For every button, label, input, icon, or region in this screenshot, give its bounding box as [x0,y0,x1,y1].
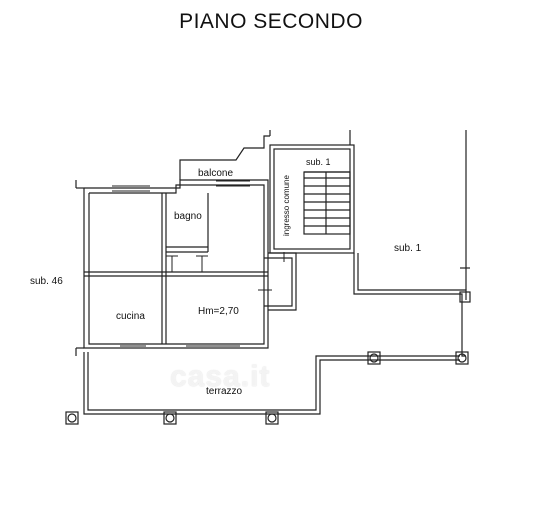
stairwell [269,130,355,254]
label-sub-1-stair: sub. 1 [306,157,331,167]
label-sub-1-right: sub. 1 [394,243,422,254]
openings [112,180,285,347]
label-terrazzo: terrazzo [206,386,243,397]
label-ingresso-comune: ingresso comune [282,175,291,236]
neighbor-boundary [353,130,470,357]
watermark: casa.it [170,360,271,393]
corridor [264,252,297,311]
balcony-outline [179,135,270,180]
label-height: Hm=2,70 [198,306,239,317]
label-balcone: balcone [198,168,234,179]
label-sub-46: sub. 46 [30,276,63,287]
label-cucina: cucina [116,311,145,322]
apartment-walls [83,179,269,349]
dimension-ticks [75,130,271,356]
terrace-outline [83,352,460,415]
terrace-columns [65,291,471,425]
page-title: PIANO SECONDO [179,10,363,33]
label-bagno: bagno [174,211,202,222]
